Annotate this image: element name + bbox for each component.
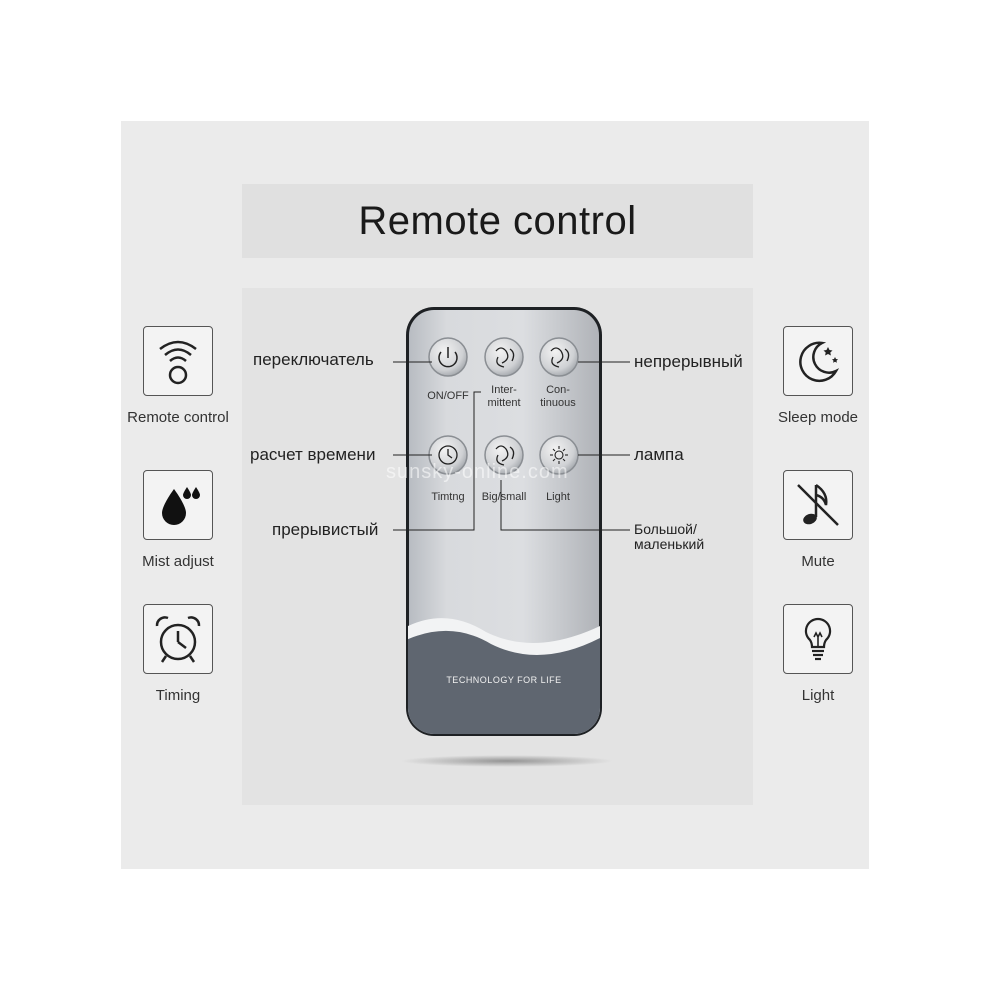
intermittent-button[interactable] xyxy=(484,337,524,377)
feature-mute: Mute xyxy=(743,470,893,570)
continuous-button[interactable] xyxy=(539,337,579,377)
feature-box xyxy=(783,326,853,396)
feature-box xyxy=(783,470,853,540)
annotation-line: маленький xyxy=(634,536,705,552)
fan-icon xyxy=(495,347,515,368)
light-bulb-icon xyxy=(804,617,832,661)
feature-label: Timing xyxy=(155,687,201,704)
watermark: sunsky-online.com xyxy=(386,461,569,483)
label-line: mittent xyxy=(487,397,521,409)
annotation-timer: расчет времени xyxy=(250,445,376,464)
remote-control-image xyxy=(406,307,602,736)
feature-label: Mute xyxy=(801,553,835,570)
remote-shadow xyxy=(400,755,614,767)
feature-box xyxy=(143,470,213,540)
fan-icon xyxy=(550,347,570,368)
big-small-button[interactable] xyxy=(484,435,524,475)
page-title: Remote control xyxy=(358,198,637,243)
wifi-remote-icon xyxy=(159,340,197,385)
feature-label: Sleep mode xyxy=(777,409,859,426)
power-icon xyxy=(438,351,458,368)
alarm-clock-icon xyxy=(155,616,201,663)
annotation-switch: переключатель xyxy=(253,350,374,369)
annotation-continuous: непрерывный xyxy=(634,352,743,371)
feature-box xyxy=(143,326,213,396)
music-note-icon xyxy=(797,483,839,526)
annotation-intermittent: прерывистый xyxy=(272,520,379,539)
feature-mist-adjust: Mist adjust xyxy=(103,470,253,570)
title-bar: Remote control xyxy=(242,184,753,258)
annotation-big-small: Большой/ маленький xyxy=(634,522,704,552)
button-label-onoff: ON/OFF xyxy=(427,390,469,402)
feature-label: Mist adjust xyxy=(142,553,214,570)
feature-box xyxy=(783,604,853,674)
feature-light: Light xyxy=(743,604,893,704)
feature-label: Remote control xyxy=(127,409,229,426)
feature-label: Light xyxy=(801,687,835,704)
brand-text: TECHNOLOGY FOR LIFE xyxy=(446,675,562,685)
button-label-big-small: Big/small xyxy=(481,491,527,503)
feature-box xyxy=(143,604,213,674)
fan-icon xyxy=(495,445,515,466)
feature-sleep-mode: Sleep mode xyxy=(743,326,893,426)
annotation-lamp: лампа xyxy=(634,445,684,464)
label-line: Con- xyxy=(546,384,570,396)
sun-icon xyxy=(550,446,568,464)
button-label-light: Light xyxy=(546,491,570,503)
button-label-timing: Timtng xyxy=(431,491,465,503)
annotation-line: Большой/ xyxy=(634,521,697,537)
button-label-intermittent: Inter- mittent xyxy=(478,384,530,410)
label-line: Inter- xyxy=(491,384,517,396)
label-line: tinuous xyxy=(540,397,576,409)
button-label-continuous: Con- tinuous xyxy=(532,384,584,410)
feature-timing: Timing xyxy=(103,604,253,704)
moon-stars-icon xyxy=(799,341,840,383)
feature-remote-control: Remote control xyxy=(103,326,253,426)
mist-drops-icon xyxy=(162,487,200,525)
